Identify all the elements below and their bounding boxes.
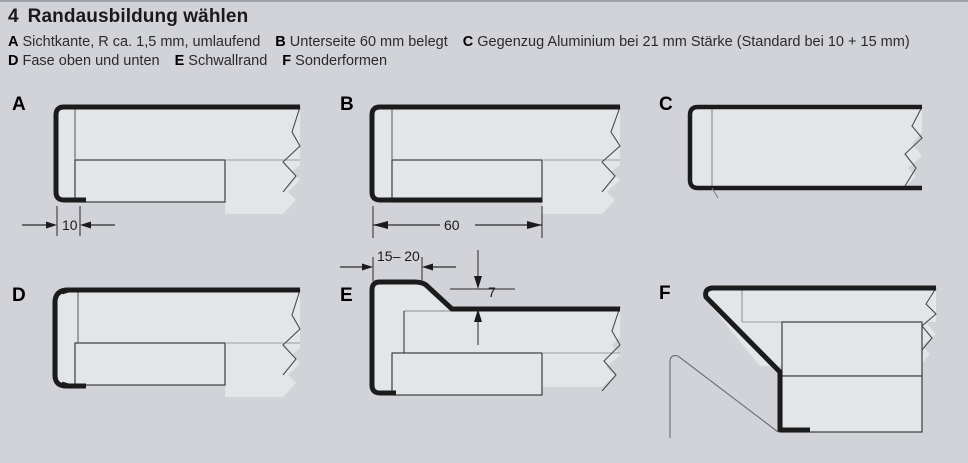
panel-f: F [650,260,968,460]
panel-label-b: B [340,94,354,115]
break-symbol-f [921,287,937,351]
legend-row-2: D Fase oben und unten E Schwallrand F Sond… [8,52,960,71]
panel-label-d: D [12,285,26,306]
page-title: 4 Randausbildung wählen [8,6,960,28]
dimension-value-height-e: 7 [488,284,496,300]
legend-key-c: C [462,34,474,50]
edge-profile-e-drawing: 15– 20 7 [340,248,621,396]
dimension-10: 10 [22,206,115,236]
legend-row-1: A Sichtkante, R ca. 1,5 mm, umlaufend B U… [8,33,960,52]
top-rule [0,0,968,2]
dimension-15-20: 15– 20 [340,248,456,281]
panel-label-a: A [12,94,26,115]
slab-core-fill-e [404,311,542,353]
legend-text-f: Sonderformen [295,53,388,69]
dimension-60: 60 [372,206,543,238]
legend-text-e: Schwallrand [188,53,268,69]
legend-item-e: E Schwallrand [175,53,268,69]
edge-profile-d-drawing [52,287,301,397]
body-box-lower-f [781,375,923,433]
legend-key-b: B [275,34,286,50]
sight-edge-d [52,287,300,389]
leader-line-c [711,187,719,199]
arrowhead-right-e [422,263,433,271]
legend: A Sichtkante, R ca. 1,5 mm, umlaufend B U… [8,33,960,71]
legend-text-c: Gegenzug Aluminium bei 21 mm Stärke (Sta… [477,34,910,50]
legend-item-c: C Gegenzug Aluminium bei 21 mm Stärke (S… [463,34,910,50]
panel-e: E 15– 20 [330,245,650,445]
slab-fill-upper-b [374,107,620,214]
dimension-value-a: 10 [62,217,78,233]
legend-key-f: F [282,53,292,69]
title-text: Randausbildung wählen [27,6,249,27]
break-symbol-b [601,106,621,193]
legend-item-f: F Sonderformen [282,53,387,69]
arrowhead-top-e [474,276,482,289]
break-symbol-e [601,306,621,392]
sight-edge-f [703,285,936,433]
slab-fill-c [692,107,922,188]
legend-key-e: E [174,53,185,69]
legend-item-d: D Fase oben und unten [8,53,160,69]
sight-edge-c [687,104,922,191]
sight-edge-a [53,104,300,203]
panel-label-e: E [340,285,353,306]
arrowhead-left-e [362,263,373,271]
underside-layer-b [391,159,543,203]
panel-a: A 10 [0,80,330,260]
underside-layer-d [74,342,226,386]
legend-text-b: Unterseite 60 mm belegt [289,34,448,50]
diagram-canvas: A 10 B [0,80,968,463]
panel-d: D [0,260,330,445]
legend-item-b: B Unterseite 60 mm belegt [275,34,447,50]
sight-edge-b [369,104,620,203]
slab-fill-upper-d [58,290,300,397]
slab-fill-upper [58,107,300,214]
edge-profile-f-drawing [669,285,937,438]
edge-profile-c-drawing [687,104,923,199]
legend-text-a: Sichtkante, R ca. 1,5 mm, umlaufend [22,34,261,50]
arrowhead-bottom-e [474,309,482,322]
arrowhead-left-b [373,221,388,229]
chamfer-bottom-d [61,381,73,388]
edge-profile-a-drawing: 10 [22,104,301,236]
section-number: 4 [8,6,19,27]
arrowhead-left-a [46,221,57,229]
break-symbol-a [282,106,301,193]
top-slab-f [742,290,936,322]
dimension-7: 7 [450,250,515,345]
page-header: 4 Randausbildung wählen A Sichtkante, R … [0,0,968,71]
chamfer-top-d [61,288,73,295]
body-box-upper-f [781,321,923,377]
legend-key-d: D [8,53,19,69]
underside-layer-a [74,159,226,203]
legend-key-a: A [8,34,19,50]
panel-label-c: C [659,94,673,115]
sight-edge-e [369,279,620,396]
alternate-form-outline-f [669,355,779,438]
arrowhead-right-b [527,221,542,229]
panel-c: C [650,80,968,260]
arrowhead-right-a [80,221,91,229]
break-symbol-c [904,106,923,187]
edge-profile-b-drawing: 60 [369,104,621,238]
break-symbol-d [282,289,301,376]
underside-layer-e [391,352,543,396]
legend-item-a: A Sichtkante, R ca. 1,5 mm, umlaufend [8,34,260,50]
dimension-value-width-e: 15– 20 [377,248,420,264]
dimension-value-b: 60 [444,217,460,233]
panel-b: B 60 [330,80,650,260]
panel-label-f: F [659,283,671,304]
legend-text-d: Fase oben und unten [22,53,160,69]
